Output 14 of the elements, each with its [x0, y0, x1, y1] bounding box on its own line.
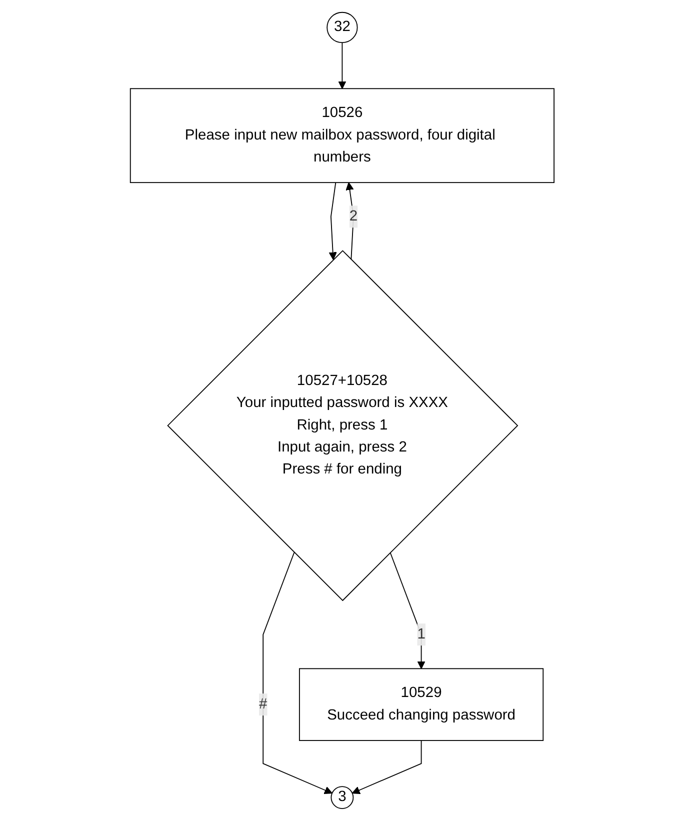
arrow	[262, 552, 333, 794]
node-box: 10526 Please input new mailbox password, four digital numbers	[130, 88, 555, 184]
arrow	[352, 740, 422, 794]
node-circle: 32	[326, 12, 358, 44]
node-diamond: 10527+10528 Your inputted password is XXXX Right, press 1 Input again, press 2 Press # for ending	[167, 250, 518, 602]
edge-label: 1	[417, 626, 426, 642]
edge-label: 2	[350, 208, 358, 224]
arrow	[346, 182, 354, 260]
arrow	[338, 42, 347, 89]
edge-label: #	[259, 696, 268, 712]
node-box: 10529 Succeed changing password	[299, 668, 544, 741]
node-circle: 3	[331, 786, 354, 810]
arrow	[390, 552, 426, 670]
arrow	[329, 182, 338, 260]
